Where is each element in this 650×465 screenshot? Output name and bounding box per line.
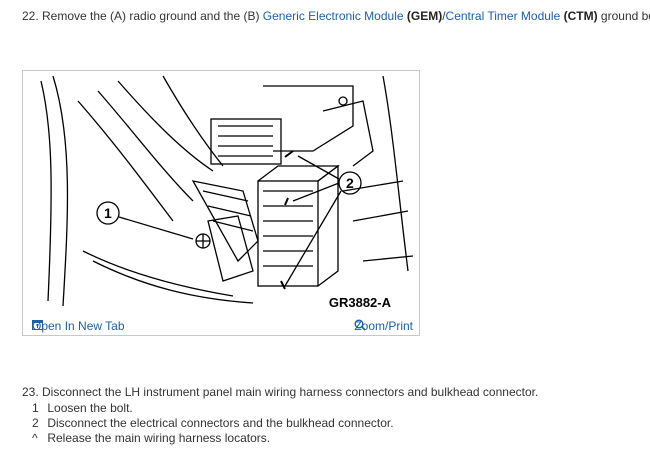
list-text: Disconnect the electrical connectors and… bbox=[47, 416, 394, 430]
wiring-diagram: 1 2 bbox=[40, 75, 414, 307]
list-text: Loosen the bolt. bbox=[47, 401, 133, 415]
zoom-print-label: Zoom/Print bbox=[354, 319, 413, 333]
magnifier-icon bbox=[354, 319, 366, 331]
gem-abbr: (GEM) bbox=[406, 9, 443, 23]
wire bbox=[52, 75, 69, 307]
figure-panel: 1 2 GR3882-A Open In New Tab Zoom/Print bbox=[22, 70, 420, 336]
slash: / bbox=[442, 9, 446, 23]
step-22-suffix: ground bolts. bbox=[600, 9, 650, 23]
callout-2: 2 bbox=[346, 175, 354, 191]
list-text: Release the main wiring harness locators… bbox=[47, 431, 271, 445]
ctm-link[interactable]: Central Timer Module bbox=[445, 9, 561, 23]
list-marker: 1 bbox=[32, 401, 39, 415]
step-22-text: 22. Remove the (A) radio ground and the … bbox=[22, 9, 650, 23]
list-item: 2 Disconnect the electrical connectors a… bbox=[32, 416, 394, 430]
wire bbox=[40, 80, 52, 302]
list-item: ^ Release the main wiring harness locato… bbox=[32, 431, 270, 445]
figure-id: GR3882-A bbox=[328, 295, 391, 310]
open-tab-label: Open In New Tab bbox=[32, 319, 125, 333]
ctm-abbr: (CTM) bbox=[563, 9, 598, 23]
open-in-new-tab-link[interactable]: Open In New Tab bbox=[32, 319, 125, 333]
zoom-print-link[interactable]: Zoom/Print bbox=[354, 319, 413, 333]
list-marker: ^ bbox=[32, 431, 38, 445]
list-item: 1 Loosen the bolt. bbox=[32, 401, 133, 415]
gem-link[interactable]: Generic Electronic Module bbox=[262, 9, 404, 23]
callout-1: 1 bbox=[104, 205, 112, 221]
list-marker: 2 bbox=[32, 416, 39, 430]
step-22-prefix: 22. Remove the (A) radio ground and the … bbox=[22, 9, 263, 23]
wire bbox=[77, 100, 174, 222]
step-23-title: 23. Disconnect the LH instrument panel m… bbox=[22, 385, 539, 399]
open-tab-icon bbox=[32, 320, 43, 330]
